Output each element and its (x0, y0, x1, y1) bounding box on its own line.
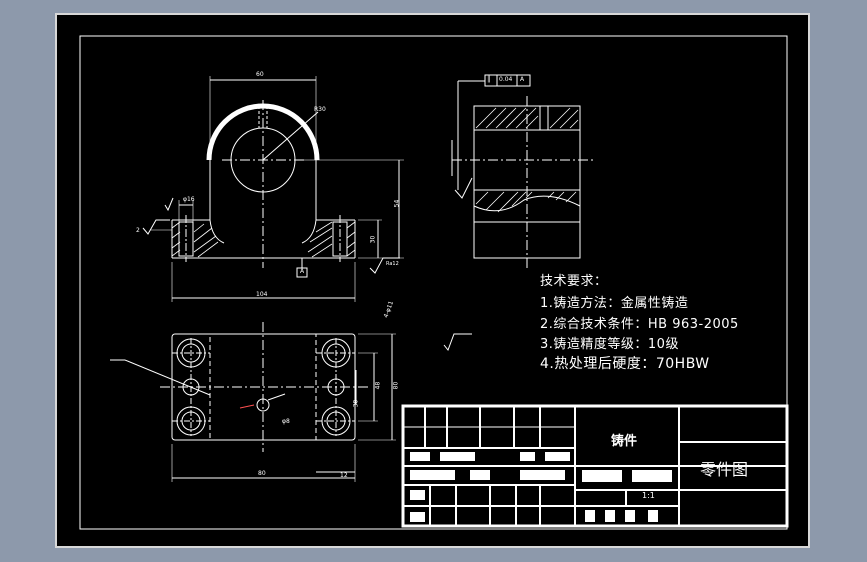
requirement-4: 4.热处理后硬度：70HBW (540, 356, 710, 372)
dim-front-width-top: 60 (256, 71, 264, 78)
part-name: 铸件 (611, 434, 638, 449)
requirement-2: 2.综合技术条件：HB 963-2005 (540, 317, 739, 332)
dim-top-inner: 30 (352, 399, 360, 408)
title-block (401, 404, 789, 528)
side-view (451, 74, 594, 270)
requirement-1: 1.铸造方法：金属性铸造 (540, 296, 689, 311)
dim-top-length: 80 (258, 470, 266, 477)
dim-front-small: 2 (136, 227, 140, 234)
dim-front-height-a: 54 (393, 199, 401, 208)
tolerance-symbol: ∥ (487, 75, 491, 83)
drawing-title: 零件图 (700, 460, 749, 479)
tolerance-datum: A (520, 76, 525, 83)
dim-top-height-a: 80 (392, 381, 400, 390)
dim-top-width: 48 (374, 381, 382, 390)
top-view (110, 322, 472, 482)
scale-value: 1:1 (642, 491, 655, 500)
datum-a-label: A (300, 268, 305, 275)
tolerance-value: 0.04 (499, 76, 513, 83)
requirements-title: 技术要求： (540, 274, 608, 289)
requirement-3: 3.铸造精度等级：10级 (540, 337, 679, 352)
front-view (142, 76, 404, 302)
roughness-label-front: Ra12 (386, 261, 399, 267)
drawing-sheet (55, 13, 810, 548)
dim-front-hole: φ16 (183, 196, 195, 203)
title-block-fills (410, 452, 672, 522)
dim-front-base-width: 104 (256, 291, 268, 298)
inner-border (79, 35, 788, 530)
dim-front-height-b: 30 (369, 235, 377, 244)
dim-top-hole: φ8 (282, 418, 290, 425)
dim-front-radius: R30 (314, 106, 326, 113)
dim-top-end: 12 (340, 472, 348, 479)
